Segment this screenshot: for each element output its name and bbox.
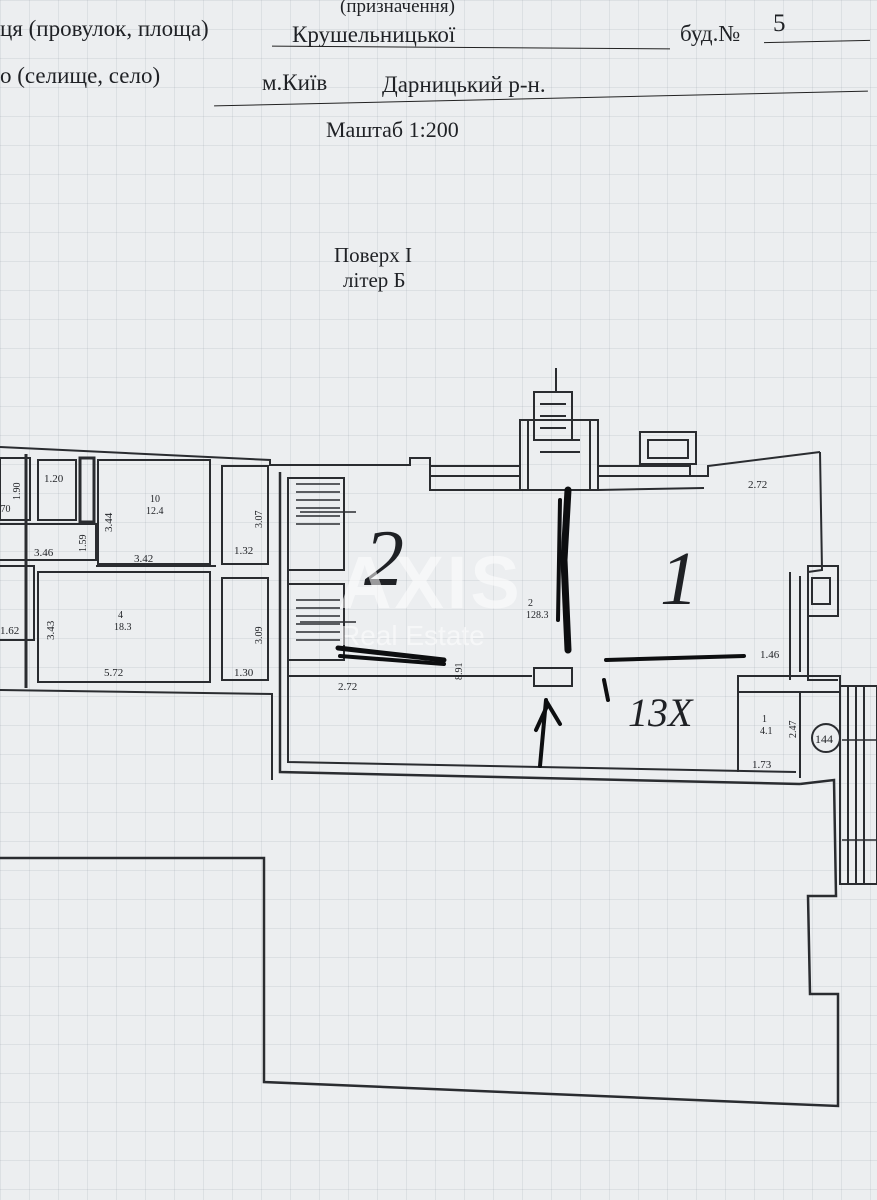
dim-3-43: 3.43 (45, 620, 57, 640)
dim-1-90: 1.90 (12, 483, 23, 501)
room-2-number: 2 (528, 598, 533, 609)
district-value: Дарницький р-н. (382, 72, 546, 97)
city-value: м.Київ (262, 70, 328, 95)
floor-title: Поверх I (334, 243, 413, 267)
scale-label: Маштаб 1:200 (326, 117, 459, 142)
building-value: 5 (773, 10, 786, 37)
room-4-number: 4 (118, 610, 123, 621)
handwritten-area-note: 13Х (628, 690, 694, 735)
city-label: о (селище, село) (0, 63, 161, 88)
watermark-subtitle: Real Estate (340, 620, 485, 651)
purpose-caption: (призначення) (340, 0, 455, 17)
dim-3-42: 3.42 (134, 553, 153, 565)
street-label: ця (провулок, площа) (0, 16, 209, 41)
dim-1-46: 1.46 (760, 649, 780, 661)
dim-3-46: 3.46 (34, 547, 54, 559)
handwritten-zone-2: 2 (364, 515, 404, 603)
dim-8-91: 8.91 (454, 663, 465, 681)
building-label: буд.№ (680, 21, 741, 46)
room-10-area: 12.4 (146, 506, 164, 517)
dim-0-70: .70 (0, 504, 11, 515)
dim-3-09: 3.09 (254, 627, 265, 645)
street-value: Крушельницької (292, 22, 456, 47)
dim-1-59: 1.59 (78, 535, 89, 553)
dim-3-07: 3.07 (254, 511, 265, 529)
room-1-area: 4.1 (760, 726, 773, 737)
dim-2-72-mid: 2.72 (338, 681, 357, 693)
watermark-brand: AXIS (338, 541, 523, 624)
dim-2-72-top: 2.72 (748, 479, 767, 491)
stamp-number: 144 (815, 732, 833, 746)
dim-3-44: 3.44 (103, 512, 115, 532)
dim-2-47: 2.47 (788, 721, 799, 739)
dim-1-20: 1.20 (44, 473, 64, 485)
letter-label: літер Б (343, 268, 406, 292)
room-1-number: 1 (762, 714, 767, 725)
handwritten-zone-1: 1 (660, 537, 698, 621)
room-10-number: 10 (150, 494, 160, 505)
dim-1-62: 1.62 (0, 625, 19, 637)
room-2-area: 128.3 (526, 610, 549, 621)
room-4-area: 18.3 (114, 622, 132, 633)
dim-1-32: 1.32 (234, 545, 253, 557)
dim-5-72: 5.72 (104, 667, 123, 679)
dim-1-73: 1.73 (752, 759, 772, 771)
dim-1-30: 1.30 (234, 667, 254, 679)
